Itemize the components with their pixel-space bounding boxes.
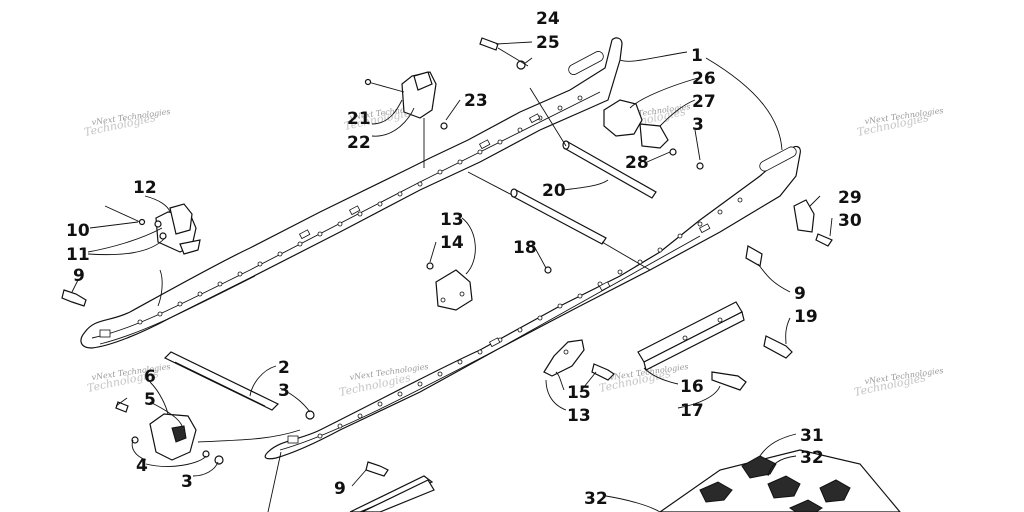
- bolt-9-front: [365, 461, 389, 477]
- callout-16: 16: [680, 377, 704, 397]
- callout-3-mid: 3: [278, 381, 290, 401]
- bolt-15: [591, 363, 615, 381]
- bolt-9-left: [61, 289, 87, 307]
- callout-11: 11: [66, 245, 90, 265]
- stop-bracket-22: [364, 71, 448, 168]
- callout-2: 2: [278, 358, 290, 378]
- bolt-24: [479, 37, 529, 70]
- callout-15: 15: [567, 383, 591, 403]
- cross-shafts: [467, 87, 657, 271]
- callout-12: 12: [133, 178, 157, 198]
- callout-24: 24: [536, 9, 560, 29]
- callout-1: 1: [691, 46, 703, 66]
- bolt-9-right: [745, 245, 763, 267]
- mount-plate-13: [426, 262, 552, 311]
- callout-25: 25: [536, 33, 560, 53]
- mount-plate-13-lower: [543, 339, 585, 377]
- callout-18: 18: [513, 238, 537, 258]
- callout-31: 31: [800, 426, 824, 446]
- callout-28: 28: [625, 153, 649, 173]
- callout-17: 17: [680, 401, 704, 421]
- block-26: [603, 99, 704, 170]
- callout-27: 27: [692, 92, 716, 112]
- callout-labels: 24 25 1 26 27 3 28 23 21 22 12 10 11 9 2…: [66, 9, 862, 509]
- callout-30: 30: [838, 211, 862, 231]
- callout-13-lower: 13: [567, 406, 591, 426]
- callout-32-track: 32: [584, 489, 608, 509]
- left-slide-rail: [80, 37, 623, 349]
- callout-10: 10: [66, 221, 90, 241]
- rail-slide-2: [163, 351, 280, 411]
- callout-19: 19: [794, 307, 818, 327]
- callout-5: 5: [144, 390, 156, 410]
- callout-9: 9: [73, 266, 85, 286]
- callout-21: 21: [347, 109, 371, 129]
- callout-32: 32: [800, 448, 824, 468]
- right-slide-rail: [264, 145, 801, 460]
- bumper-block-5: [115, 401, 315, 465]
- callout-9-right: 9: [794, 284, 806, 304]
- bolt-19: [763, 335, 793, 359]
- bracket-29: [793, 199, 833, 247]
- callout-13: 13: [440, 210, 464, 230]
- callout-9-front: 9: [334, 479, 346, 499]
- track-section: [349, 449, 901, 512]
- callout-26: 26: [692, 69, 716, 89]
- callout-29: 29: [838, 188, 862, 208]
- bumper-bracket-12: [104, 203, 201, 255]
- bolt-17: [711, 371, 747, 391]
- callout-3-low: 3: [181, 472, 193, 492]
- callout-3: 3: [692, 115, 704, 135]
- callout-14: 14: [440, 233, 464, 253]
- leader-lines: [71, 41, 833, 512]
- callout-22: 22: [347, 133, 371, 153]
- callout-20: 20: [542, 181, 566, 201]
- callout-4: 4: [136, 456, 148, 476]
- rail-slide-16: [637, 301, 745, 371]
- callout-23: 23: [464, 91, 488, 111]
- callout-6: 6: [144, 367, 156, 387]
